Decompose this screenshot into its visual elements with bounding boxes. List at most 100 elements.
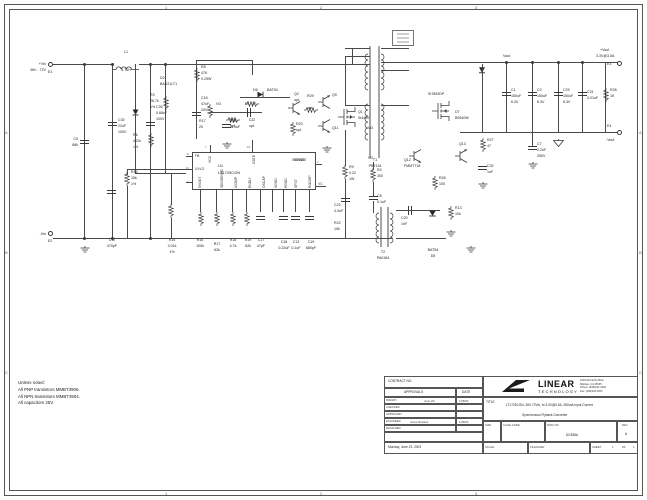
c1-voltage: 6.3V [511,100,519,104]
wire-pin-b3 [246,190,247,212]
wire-pin-b8 [309,190,310,212]
terminal-e3[interactable] [617,61,622,66]
c13-ref: C13 [292,240,300,244]
c13-value: 0.1uF [291,246,301,250]
t1-ref: T1 [372,158,378,162]
res-r13 [448,206,454,220]
cap-c31 [578,92,587,97]
r29-ref: R29 [307,94,314,98]
vout-node-label: Vout [503,54,511,58]
c7-value: 2.2nF [537,148,547,152]
pin-rocmp-label: ROCMP [308,175,312,188]
c18-ref: C18 [280,240,288,244]
r18-ref: R18 [229,238,237,242]
r24-value: opt. [230,124,236,128]
tb-dwgno-cell [545,421,617,442]
vg-label-2: VG [368,156,374,160]
linear-logo-icon [500,379,536,399]
c8-value: 0.1uF [377,200,387,204]
wire-vout-return [460,132,620,133]
q2-value: opt. [294,98,300,102]
c35-voltage: 100V [156,117,165,121]
wire-r4-c8 [373,182,374,196]
c19-ref: C19 [307,240,315,244]
vin-range-label: 36V - 72V [30,68,46,72]
res-r14 [124,172,130,186]
ground-symbol-c7 [528,156,538,169]
transistor-q13 [455,148,469,169]
res-r9 [342,165,348,179]
pin-isense-num: 2 [317,160,319,164]
res-r17b [214,212,220,226]
res-r20 [290,122,296,136]
r9-ref: R9 [349,165,354,169]
res-r26 [432,176,438,190]
wire-c5-branch [84,64,85,238]
wire-pin-b5 [272,190,273,212]
wire-c1-branch [506,62,507,132]
tb-rev-cell [617,421,638,442]
wire-pin-b2 [232,190,233,212]
c2-ref: C2 [537,88,542,92]
wire-fb-node [135,173,186,174]
pin-oscap-label: OSCAP [262,176,266,188]
tb-row2-date [456,411,483,418]
pin-uvlo-wire [186,169,192,170]
transistor-q12 [409,148,423,169]
c7-ref: C7 [537,142,542,146]
node-vin-2 [111,63,114,66]
res-r4 [370,168,376,182]
tb-row3-date [456,418,483,425]
cap-c16 [192,112,201,117]
terminal-e1[interactable] [48,62,53,67]
tb-row1-date [456,404,483,411]
tb-title-label: TITLE [486,400,495,404]
tb-row2-role [384,411,456,418]
r9-power: 1W [349,177,355,181]
l1-value: 4.7uH [121,68,131,72]
wire-r15-top [171,173,172,205]
c20-ref: C20 [401,216,408,220]
terminal-e2[interactable] [48,231,53,236]
res-r6 [148,133,154,147]
wire-r8-right [252,60,253,75]
c12-ref: C12 [108,238,116,242]
wire-t1-p1 [345,48,370,49]
res-r27 [480,138,486,152]
terminal-e4-label: E4 [607,124,612,128]
note-line-2: All NPN transistors MMBT3904. [18,393,80,399]
r8-value: 47K [201,71,208,75]
pin-vcc-wire [210,145,211,152]
tb-dwgno-label: DWG NO [547,423,559,427]
node-vin-3 [149,63,152,66]
res-r8 [194,68,200,82]
cap-c22 [247,108,252,117]
c16-voltage: 20V [201,108,208,112]
pin-pgnd-label: PGND [284,178,288,188]
diode-d6 [256,85,265,103]
wire-r14-bot [127,186,128,238]
tb-row1-role [384,404,456,411]
tb-row0-date-text: 1/28/03 [459,398,469,403]
c7-voltage: 250V [537,154,546,158]
inductor-l1 [113,59,139,77]
tb-blank-cell [384,432,483,442]
vg-label-1: VG [216,102,222,106]
transformer-t2 [374,205,396,254]
res-r18 [230,212,236,226]
r26-ref: R26 [439,176,446,180]
c30-value: 22uF [118,124,127,128]
q1-value: Si4490 [358,116,370,120]
r26-value: 100 [439,182,445,186]
c29-voltage: 6.3V [563,100,571,104]
cap-c1 [502,92,511,97]
pin-sensneg-label: SENSENEG [220,169,224,188]
pin-tcomp-label: tCOMP [234,176,238,188]
terminal-e4[interactable] [617,130,622,135]
tb-row0-role [384,397,456,404]
cap-c23 [341,198,350,203]
pin-vc-label: VC [318,182,323,186]
res-r29 [304,100,318,114]
tb-dwgno-value: DC838A [566,433,579,437]
wire-t2-sec-top [396,210,440,211]
